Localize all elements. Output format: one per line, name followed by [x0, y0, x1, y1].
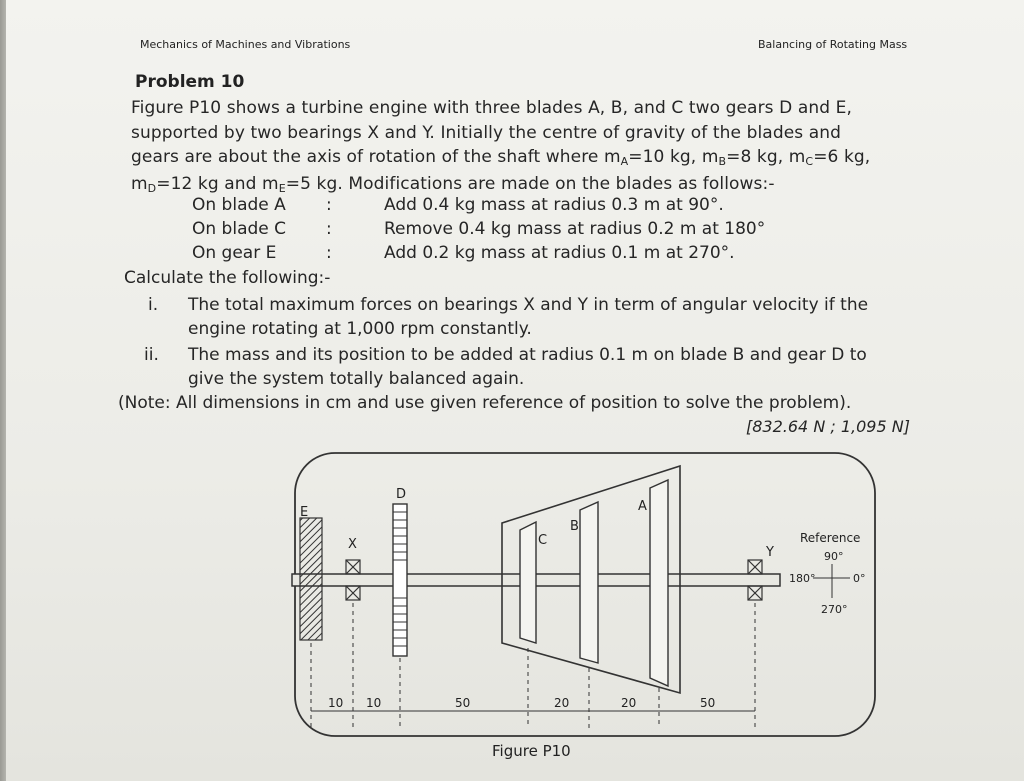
reference-90: 90°	[824, 550, 844, 563]
document-page	[6, 0, 1024, 781]
reference-0: 0°	[853, 572, 866, 585]
dim-5: 20	[621, 696, 636, 710]
modification-row-gear-e: On gear E : Add 0.2 kg mass at radius 0.…	[0, 243, 1000, 267]
label-b: B	[570, 519, 579, 534]
reference-indicator: Reference 90° 180° 0° 270°	[789, 531, 866, 616]
dim-2: 10	[366, 696, 381, 710]
statement-line-1: Figure P10 shows a turbine engine with t…	[131, 98, 852, 118]
modification-label: On gear E	[192, 243, 277, 263]
label-a: A	[638, 499, 647, 514]
header-course-title: Mechanics of Machines and Vibrations	[140, 38, 351, 51]
modification-value: Add 0.4 kg mass at radius 0.3 m at 90°.	[384, 195, 724, 215]
modification-row-blade-c: On blade C : Remove 0.4 kg mass at radiu…	[0, 219, 1000, 243]
note-text: (Note: All dimensions in cm and use give…	[118, 393, 852, 413]
modification-value: Add 0.2 kg mass at radius 0.1 m at 270°.	[384, 243, 735, 263]
label-d: D	[396, 487, 406, 502]
turbine-engine-figure: E X D C B A Y	[291, 452, 876, 737]
answer-text: [832.64 N ; 1,095 N]	[746, 417, 910, 436]
reference-title: Reference	[800, 531, 860, 545]
modification-label: On blade A	[192, 195, 286, 215]
calculate-heading: Calculate the following:-	[124, 268, 331, 288]
label-y: Y	[765, 545, 774, 560]
modification-colon: :	[326, 219, 332, 239]
modification-row-blade-a: On blade A : Add 0.4 kg mass at radius 0…	[0, 195, 1000, 219]
statement-line-3: gears are about the axis of rotation of …	[131, 147, 871, 168]
reference-270: 270°	[821, 603, 848, 616]
question-number: i.	[148, 295, 159, 315]
figure-caption: Figure P10	[492, 742, 571, 760]
label-c: C	[538, 533, 547, 548]
gear-e	[299, 517, 323, 641]
dim-3: 50	[455, 696, 470, 710]
question-item-1: i. The total maximum forces on bearings …	[148, 293, 968, 341]
blade-b	[579, 500, 599, 664]
dim-1: 10	[328, 696, 343, 710]
question-item-2: ii. The mass and its position to be adde…	[144, 343, 968, 391]
blade-a	[649, 478, 669, 688]
question-number: ii.	[144, 345, 159, 365]
question-text: The mass and its position to be added at…	[188, 345, 867, 389]
dim-6: 50	[700, 696, 715, 710]
problem-statement: Figure P10 shows a turbine engine with t…	[131, 96, 951, 198]
bearing-y	[747, 559, 763, 601]
centerlines	[310, 603, 756, 728]
blade-c	[519, 520, 537, 644]
statement-line-2: supported by two bearings X and Y. Initi…	[131, 122, 842, 143]
bearing-x	[345, 559, 361, 601]
modification-colon: :	[326, 243, 332, 263]
question-text: The total maximum forces on bearings X a…	[188, 295, 869, 339]
turbine-housing	[501, 464, 681, 695]
modification-colon: :	[326, 195, 332, 215]
header-chapter-title: Balancing of Rotating Mass	[758, 38, 908, 51]
figure-outline	[294, 452, 876, 737]
dim-4: 20	[554, 696, 569, 710]
reference-180: 180°	[789, 572, 816, 585]
label-x: X	[348, 537, 357, 552]
modification-label: On blade C	[192, 219, 287, 239]
statement-line-4: mD=12 kg and mE=5 kg. Modifications are …	[131, 173, 775, 195]
problem-title: Problem 10	[135, 72, 245, 92]
modification-value: Remove 0.4 kg mass at radius 0.2 m at 18…	[384, 219, 766, 239]
gear-d	[392, 503, 408, 657]
label-e: E	[300, 505, 308, 520]
